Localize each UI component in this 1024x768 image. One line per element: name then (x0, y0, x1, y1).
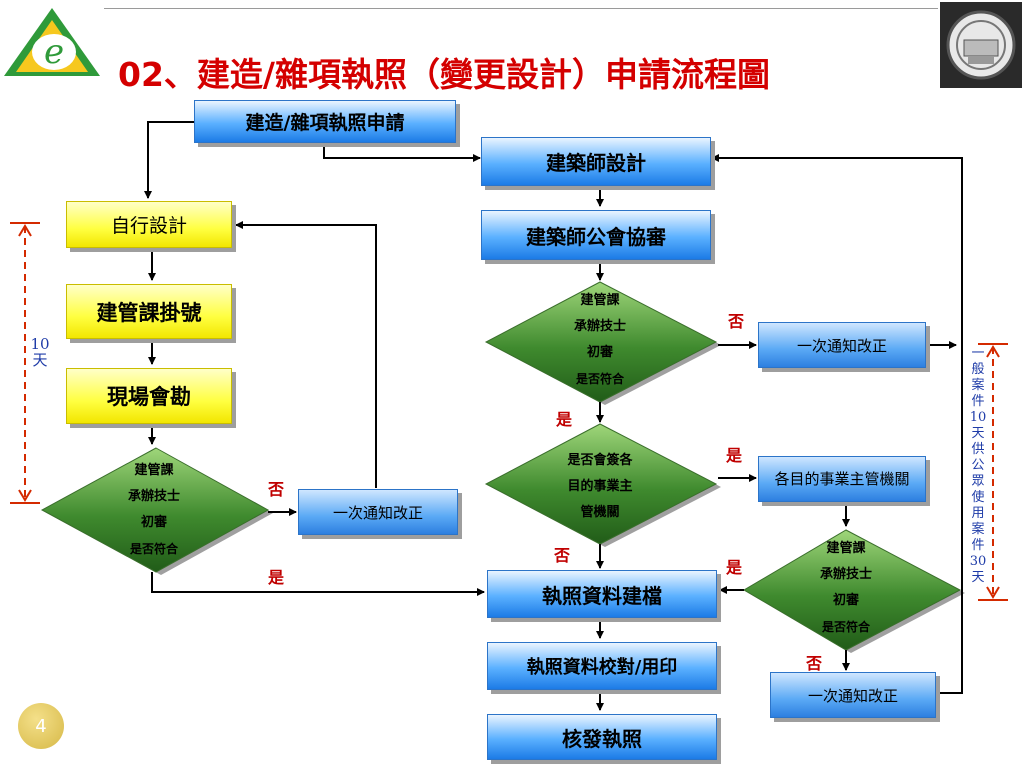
decision-top-text: 建管課 承辦技士 初審 是否符合 (573, 293, 626, 386)
archive-box: 執照資料建檔 (487, 570, 717, 618)
label-no-right: 否 (806, 654, 823, 673)
label-yes-top: 是 (556, 410, 573, 429)
page-number: 4 (18, 703, 64, 749)
label-no-top: 否 (728, 312, 745, 331)
guild-review-box: 建築師公會協審 (481, 210, 711, 260)
timing-right-text: 一 般 案 件 10 天 供 公 眾 使 用 案 件 30 天 (969, 346, 987, 585)
issue-box: 核發執照 (487, 714, 717, 760)
timing-marker-left (10, 222, 40, 504)
decision-right-text: 建管課 承辦技士 初審 是否符合 (819, 541, 872, 634)
label-no-left: 否 (268, 480, 285, 499)
timing-left-text: 10 天 (30, 335, 50, 369)
architect-design-box: 建築師設計 (481, 137, 711, 186)
start-box: 建造/雜項執照申請 (194, 100, 456, 143)
timing-marker-right (978, 343, 1008, 601)
emblem-icon (940, 2, 1022, 88)
page-title: 02、建造/雜項執照（變更設計）申請流程圖 (118, 55, 770, 94)
label-yes-left: 是 (268, 568, 285, 587)
register-box: 建管課掛號 (66, 284, 232, 339)
svg-text:e: e (44, 32, 64, 72)
label-yes-right: 是 (726, 558, 743, 577)
notify-right-box-1: 一次通知改正 (758, 322, 926, 368)
header-rule (104, 8, 938, 9)
authority-box: 各目的事業主管機關 (758, 456, 926, 502)
notify-right-box-2: 一次通知改正 (770, 672, 936, 718)
notify-left-box: 一次通知改正 (298, 489, 458, 535)
decision-left-text: 建管課 承辦技士 初審 是否符合 (127, 463, 180, 556)
self-design-box: 自行設計 (66, 201, 232, 248)
survey-box: 現場會勘 (66, 368, 232, 424)
proofread-box: 執照資料校對/用印 (487, 642, 717, 690)
decision-middle-text: 是否會簽各 目的事業主 管機關 (567, 453, 633, 520)
label-yes-middle: 是 (726, 446, 743, 465)
label-no-middle: 否 (554, 546, 571, 565)
logo-icon: e (4, 8, 100, 76)
